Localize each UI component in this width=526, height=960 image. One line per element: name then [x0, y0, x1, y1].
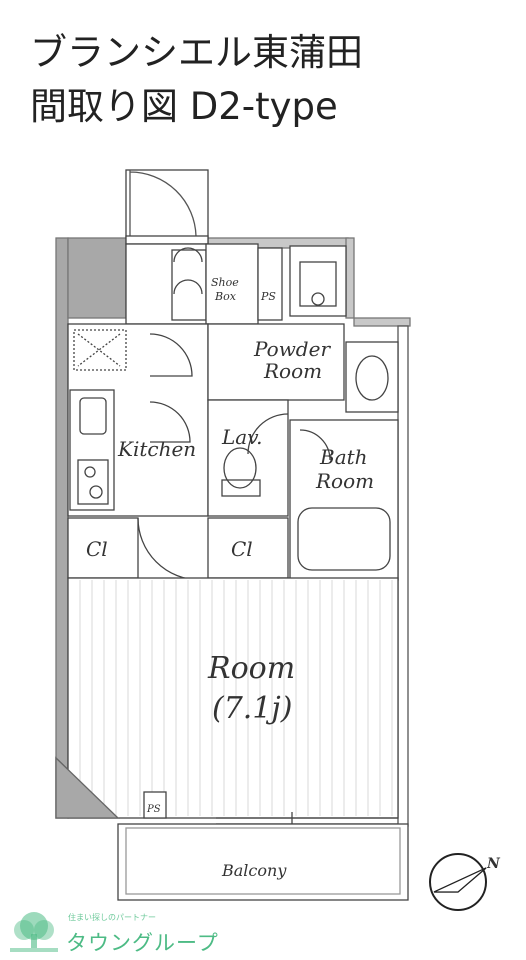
- powder-room-label-1: Powder: [253, 337, 331, 361]
- powder-room: [207, 323, 345, 401]
- closet-right-label: Cl: [231, 537, 253, 561]
- closet-left: [67, 517, 139, 579]
- north-label: N: [486, 856, 501, 872]
- balcony-label: Balcony: [221, 861, 287, 880]
- watermark-brand: タウングループ: [66, 931, 219, 955]
- right-wall: [397, 325, 409, 827]
- bath-room-label-1: Bath: [319, 445, 368, 469]
- shoe-box: [205, 243, 259, 325]
- top-left-column: [67, 237, 127, 319]
- watermark-tagline: 住まい探しのパートナー: [68, 913, 156, 922]
- stove-icon: [77, 459, 109, 505]
- washbasin-icon: [345, 341, 399, 413]
- balcony: [117, 823, 409, 901]
- powder-room-label-2: Room: [263, 359, 322, 383]
- north-arrow-icon: [429, 853, 487, 911]
- ps-top-label: PS: [260, 290, 276, 303]
- kitchen-counter: [69, 389, 115, 511]
- kitchen-label: Kitchen: [117, 437, 196, 461]
- bathtub-icon: [297, 507, 391, 571]
- main-room: [67, 577, 399, 819]
- bath-room: [289, 419, 399, 581]
- ps-bottom-label: PS: [146, 804, 161, 815]
- closet-right: [207, 517, 289, 579]
- shoe-box-door: [171, 249, 207, 321]
- lav-label: Lav.: [221, 425, 263, 449]
- kitchen-sink-icon: [79, 397, 107, 435]
- property-name: ブランシエル東蒲田: [30, 31, 363, 74]
- lavatory: [207, 399, 289, 517]
- bath-room-label-2: Room: [315, 469, 374, 493]
- right-upper-wall: [353, 317, 411, 327]
- room-size-label: (7.1j): [212, 691, 292, 726]
- plan-title: 間取り図 D2-type: [30, 85, 338, 128]
- pipe-space-top: [257, 247, 283, 321]
- top-right-wall: [345, 237, 355, 319]
- room-label: Room: [207, 651, 295, 686]
- toilet-icon: [223, 447, 257, 489]
- brand-logo-icon: [10, 912, 58, 952]
- closet-left-label: Cl: [86, 537, 108, 561]
- shoe-box-label-2: Box: [214, 290, 237, 303]
- shoe-box-label-1: Shoe: [211, 276, 239, 289]
- pipe-space-bottom: [143, 791, 167, 819]
- left-structural-wall: [55, 237, 69, 819]
- entrance-door: [125, 169, 209, 239]
